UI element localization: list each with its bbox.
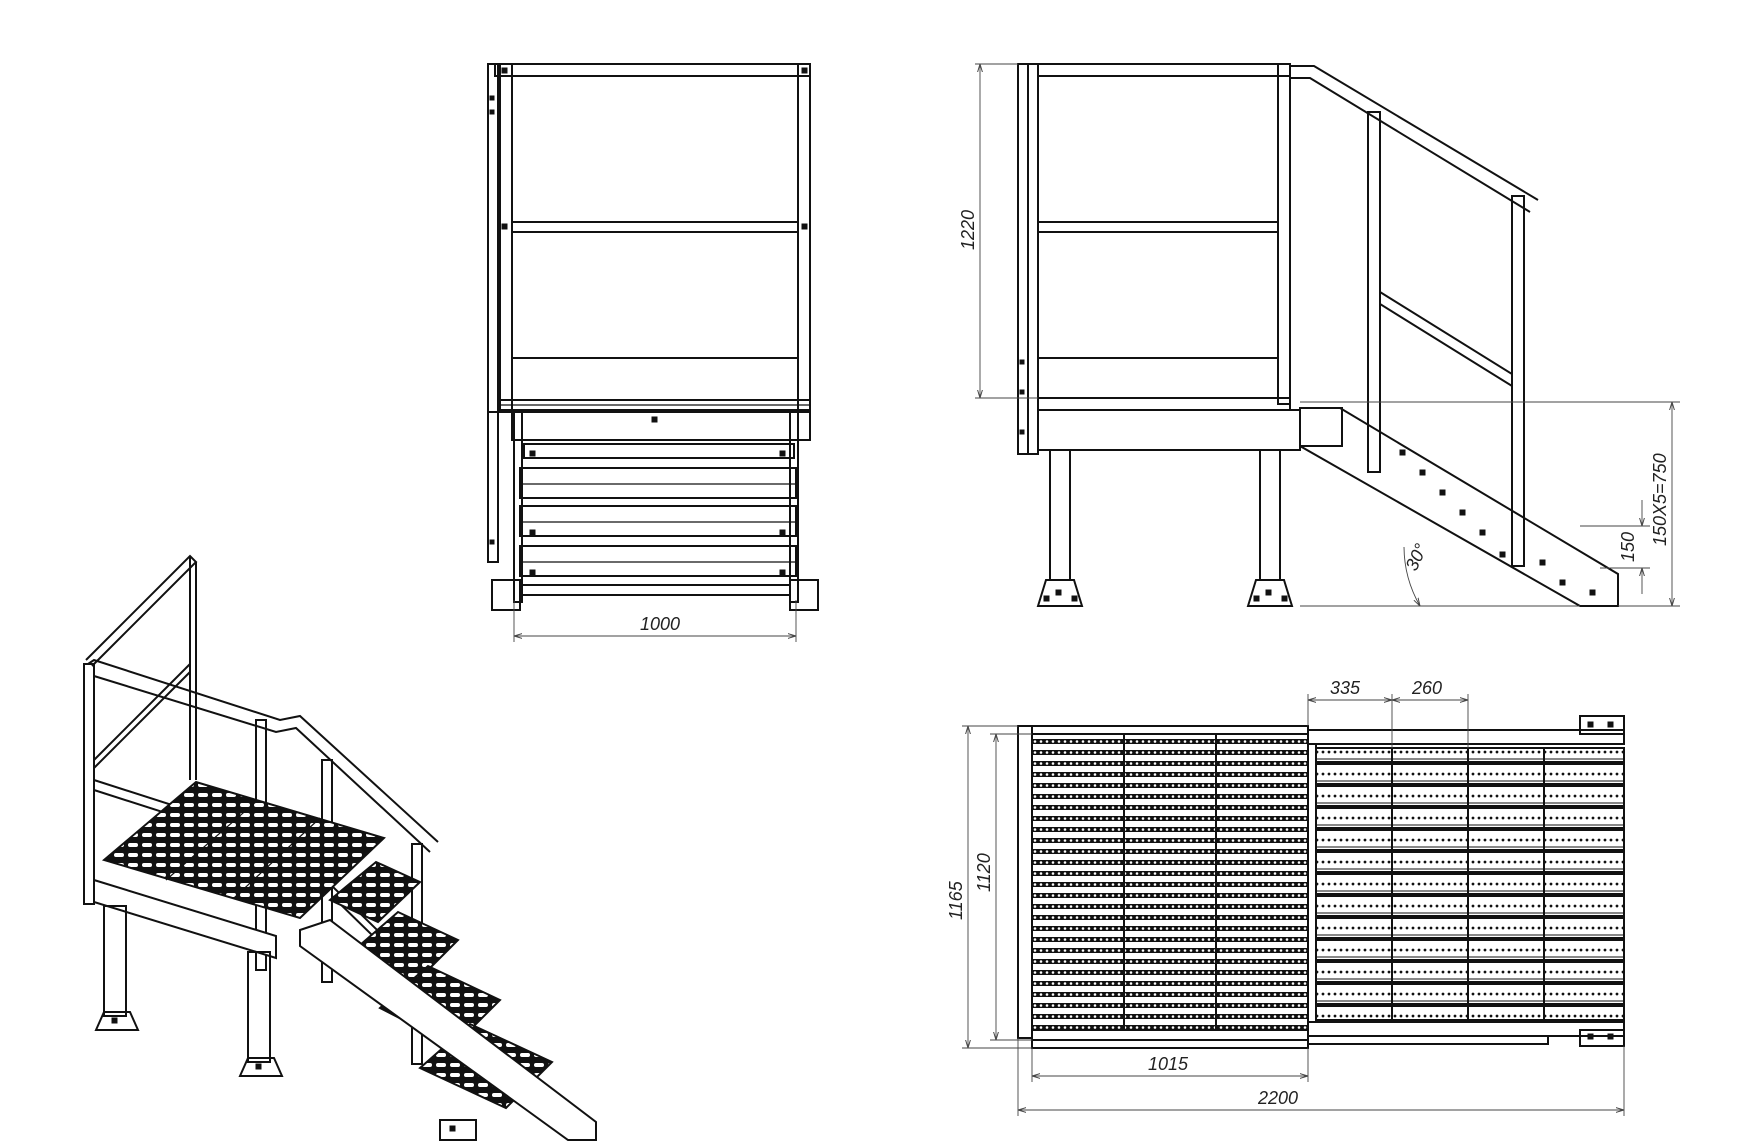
front-right-foot [789, 579, 819, 611]
iso-leg-2 [247, 951, 271, 1063]
side-corner-post [1277, 63, 1291, 405]
front-left-post-outer [487, 63, 499, 413]
iso-foot-2 [238, 1057, 284, 1077]
dim-stair-angle [1403, 546, 1420, 606]
side-frame-beam [1037, 409, 1301, 451]
side-platform [1037, 397, 1291, 411]
front-step-2 [519, 467, 797, 499]
side-left-post-outer [1017, 63, 1029, 455]
dim-stair-total-label: 150X5=750 [1650, 453, 1670, 546]
side-view: 1220 150X5=750 150 30° [958, 63, 1680, 607]
dim-plan-total-label: 2200 [1257, 1088, 1298, 1108]
front-step-1 [523, 443, 795, 459]
iso-platform-grating [101, 780, 386, 920]
side-foot-left [1036, 579, 1084, 607]
side-toe-board [1037, 357, 1279, 399]
front-top-rail [494, 63, 811, 77]
iso-front-top-rail [87, 658, 439, 843]
plan-foot-top [1579, 715, 1625, 735]
side-foot-right [1246, 579, 1294, 607]
dim-plan-seg-b-label: 260 [1411, 678, 1442, 698]
dim-side-height-label: 1220 [958, 210, 978, 250]
front-right-frame-leg [789, 411, 799, 603]
iso-leg-1 [103, 905, 127, 1017]
dim-front-width-label: 1000 [640, 614, 680, 634]
side-stair-mid-rail [1379, 290, 1513, 388]
plan-platform-left-edge [1017, 725, 1033, 1039]
front-left-foot [491, 579, 521, 611]
dim-step-height-label: 150 [1618, 532, 1638, 562]
side-leg-left [1049, 449, 1071, 581]
iso-left-post [83, 663, 95, 905]
iso-step-1 [328, 860, 422, 924]
iso-foot-1 [94, 1011, 140, 1031]
front-step-3 [519, 505, 797, 537]
front-frame [511, 411, 811, 441]
iso-stair-foot [439, 1119, 477, 1141]
front-mid-rail [511, 221, 799, 233]
plan-stair-treads [1315, 747, 1625, 1021]
front-view: 1000 [487, 63, 819, 642]
front-step-4 [519, 545, 797, 577]
plan-platform-grating [1031, 733, 1309, 1031]
front-left-stringer [487, 411, 499, 563]
dim-plan-platform-label: 1015 [1148, 1054, 1189, 1074]
side-stair-stringer [1299, 407, 1619, 607]
front-left-post [499, 63, 513, 413]
isometric-view [83, 554, 597, 1141]
iso-stair-stringer [299, 918, 597, 1141]
plan-stringer-bottom [1307, 1021, 1625, 1037]
side-stair-post-1 [1367, 111, 1381, 473]
iso-platform-frame [93, 878, 277, 960]
dim-plan-width-inner-label: 1120 [974, 853, 994, 892]
dim-plan-seg-a-label: 335 [1330, 678, 1361, 698]
front-left-frame-leg [513, 411, 523, 603]
side-left-post [1027, 63, 1039, 455]
dim-plan-width-outer-label: 1165 [946, 880, 966, 920]
plan-foot-bottom [1579, 1029, 1625, 1047]
plan-stringer-top [1307, 729, 1625, 745]
side-leg-right [1259, 449, 1281, 581]
front-toe-board [511, 357, 799, 401]
front-right-post [797, 63, 811, 413]
side-mid-rail [1037, 221, 1279, 233]
side-stair-handrail [1290, 65, 1539, 201]
side-stair-post-2 [1511, 195, 1525, 567]
plan-view: 335 260 1165 1120 1015 2200 [946, 678, 1625, 1116]
iso-back-top-rail [85, 554, 198, 667]
side-top-rail [1037, 63, 1291, 77]
